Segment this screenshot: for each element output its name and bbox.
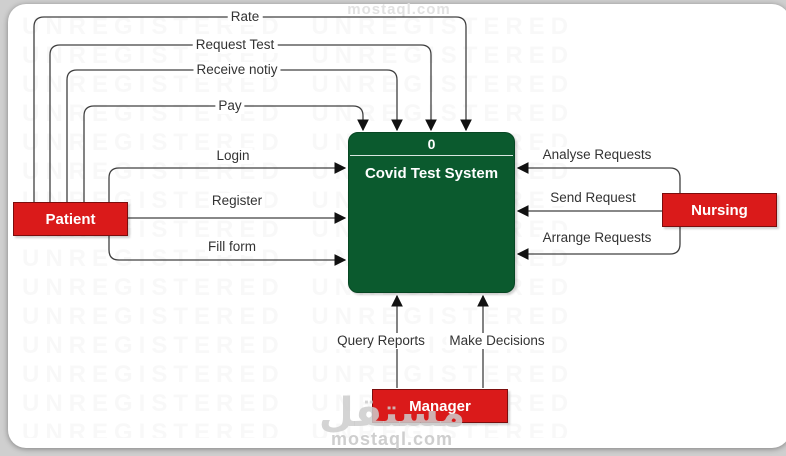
flow-label-login: Login	[213, 148, 253, 164]
entity-patient-label: Patient	[45, 210, 96, 228]
flow-label-query-reports: Query Reports	[334, 333, 428, 349]
flow-label-send-request: Send Request	[547, 190, 639, 206]
flow-arrange-requests-line	[516, 227, 681, 260]
flow-fill-form-line	[108, 236, 347, 266]
entity-patient: Patient	[13, 202, 128, 236]
flow-analyse-requests-line	[516, 162, 681, 193]
flow-label-analyse-requests: Analyse Requests	[539, 147, 655, 163]
entity-nursing-label: Nursing	[691, 201, 748, 219]
entity-nursing: Nursing	[662, 193, 777, 227]
top-mostaql-watermark: mostaql.com	[347, 1, 451, 18]
flow-label-arrange-requests: Arrange Requests	[539, 230, 655, 246]
process-title: Covid Test System	[364, 165, 499, 182]
process-divider	[350, 155, 513, 156]
flow-label-pay: Pay	[215, 98, 245, 114]
process-id: 0	[427, 136, 436, 152]
flow-label-receive-notiy: Receive notiy	[193, 62, 281, 78]
entity-manager: Manager	[372, 389, 508, 423]
process-covid-test-system: 0 Covid Test System	[348, 132, 515, 293]
flow-label-request-test: Request Test	[192, 37, 278, 53]
entity-manager-label: Manager	[409, 397, 471, 415]
flow-label-rate: Rate	[227, 9, 263, 25]
flow-label-register: Register	[208, 193, 266, 209]
flow-login-line	[108, 162, 347, 202]
flow-label-fill-form: Fill form	[205, 239, 259, 255]
flow-label-make-decisions: Make Decisions	[446, 333, 548, 349]
